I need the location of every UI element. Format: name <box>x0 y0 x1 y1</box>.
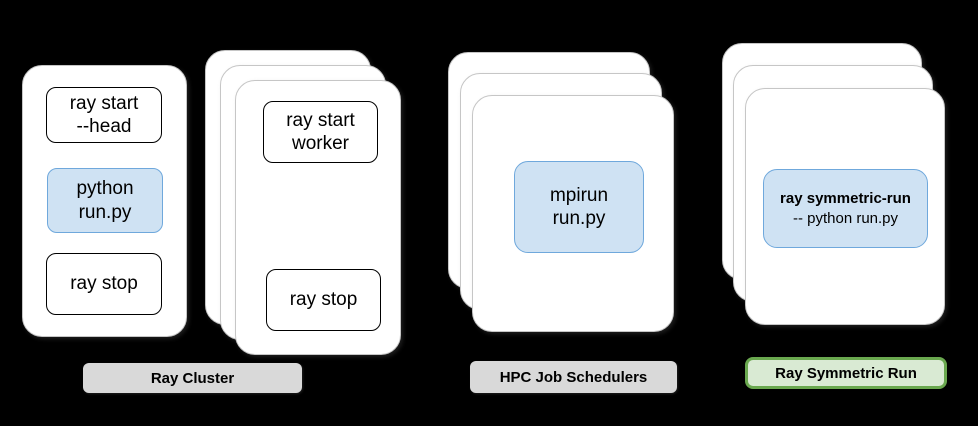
ray-start-worker-box: ray start worker <box>263 101 378 163</box>
symmetric-run-box: ray symmetric-run -- python run.py <box>763 169 928 248</box>
hpc-stack-card-front: mpirun run.py <box>472 95 674 332</box>
worker-stack-card-front: ray start worker ray stop <box>235 80 401 355</box>
symmetric-run-command: ray symmetric-run <box>780 190 911 207</box>
worker-nodes-stack: ray start worker ray stop <box>205 50 401 356</box>
ray-cluster-label: Ray Cluster <box>83 363 302 393</box>
ray-start-head-box: ray start --head <box>46 87 162 143</box>
ray-stop-head-box: ray stop <box>46 253 162 315</box>
hpc-job-schedulers-label: HPC Job Schedulers <box>470 361 677 393</box>
mpirun-box: mpirun run.py <box>514 161 644 253</box>
head-node-card: ray start --head python run.py ray stop <box>22 65 187 337</box>
ray-symmetric-run-label: Ray Symmetric Run <box>745 357 947 389</box>
symmetric-stack-card-front: ray symmetric-run -- python run.py <box>745 88 945 325</box>
symmetric-run-args: -- python run.py <box>792 209 899 227</box>
ray-stop-worker-box: ray stop <box>266 269 381 331</box>
hpc-stack: mpirun run.py <box>448 52 674 333</box>
python-run-box: python run.py <box>47 168 163 233</box>
symmetric-run-stack: ray symmetric-run -- python run.py <box>722 43 945 325</box>
